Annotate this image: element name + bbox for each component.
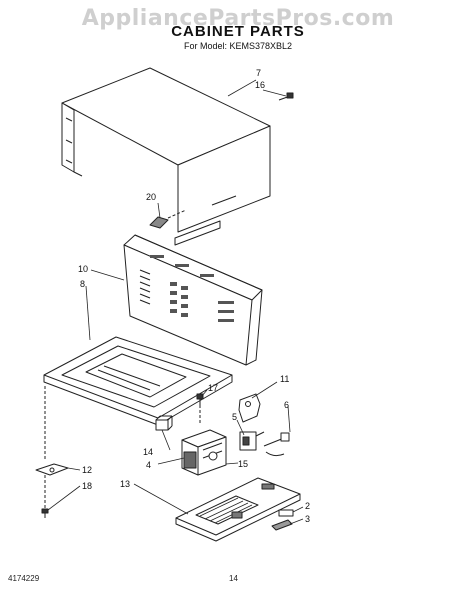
callout-8: 8 <box>80 279 85 289</box>
callout-14: 14 <box>143 447 153 457</box>
back-panel <box>123 234 263 366</box>
bracket-11 <box>238 393 261 423</box>
callout-5: 5 <box>232 412 237 422</box>
watermark: AppliancePartsPros.com <box>81 6 395 31</box>
diode <box>263 432 290 457</box>
diagram-code: 4174229 <box>8 574 40 583</box>
leader-lines <box>47 79 304 525</box>
foot-12 <box>35 463 69 476</box>
callout-17: 17 <box>208 383 218 393</box>
callout-11: 11 <box>280 374 289 384</box>
callout-2: 2 <box>305 501 310 511</box>
screw-16 <box>278 92 294 101</box>
capacitor <box>239 431 265 451</box>
screw-17 <box>196 393 204 425</box>
base-tray <box>175 477 301 542</box>
bracket-20 <box>149 209 187 229</box>
base-plate <box>43 336 233 426</box>
block-14 <box>155 415 173 431</box>
page-number: 14 <box>229 574 238 583</box>
callout-18: 18 <box>82 481 92 491</box>
part-3 <box>271 519 293 531</box>
callout-15: 15 <box>238 459 248 469</box>
callout-20: 20 <box>146 192 156 202</box>
callout-13: 13 <box>120 479 130 489</box>
callout-10: 10 <box>78 264 88 274</box>
page-title: CABINET PARTS <box>171 23 305 40</box>
screw-18 <box>41 508 49 518</box>
callout-4: 4 <box>146 460 151 470</box>
transformer <box>181 429 227 476</box>
callout-12: 12 <box>82 465 92 475</box>
callout-16: 16 <box>255 80 265 90</box>
callout-7: 7 <box>256 68 261 78</box>
callout-3: 3 <box>305 514 310 524</box>
callout-6: 6 <box>284 400 289 410</box>
model-subtitle: For Model: KEMS378XBL2 <box>183 41 293 51</box>
cabinet-cover <box>61 67 271 246</box>
part-2 <box>278 509 294 517</box>
